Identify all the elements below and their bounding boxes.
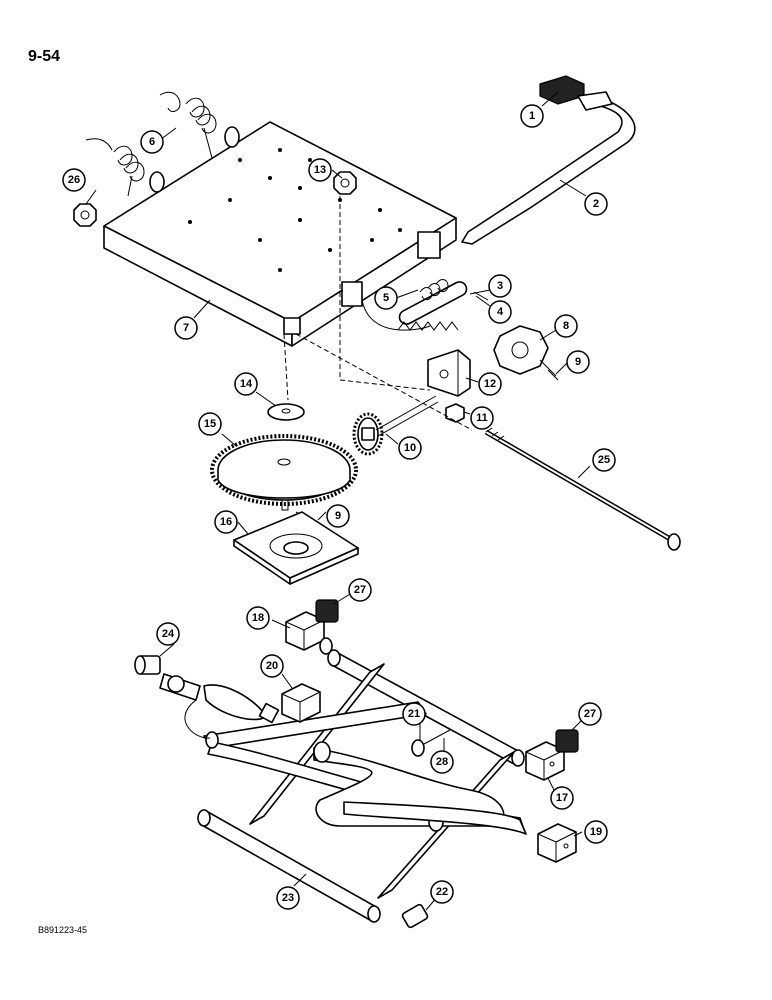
callout-21: 21 bbox=[402, 702, 426, 726]
seat-base-plate bbox=[103, 121, 457, 347]
latch-assembly bbox=[361, 279, 489, 331]
alignment-line-1 bbox=[339, 196, 431, 391]
svg-text:6: 6 bbox=[149, 136, 155, 148]
svg-text:9: 9 bbox=[335, 510, 341, 522]
callout-10: 10 bbox=[398, 436, 422, 460]
rubber-pad-27-upper bbox=[315, 599, 339, 623]
svg-text:12: 12 bbox=[484, 378, 496, 390]
svg-text:2: 2 bbox=[593, 198, 599, 210]
callout-22: 22 bbox=[430, 880, 454, 904]
callout-16: 16 bbox=[214, 510, 238, 534]
callout-1: 1 bbox=[520, 104, 544, 128]
callout-2: 2 bbox=[584, 192, 608, 216]
svg-text:21: 21 bbox=[408, 708, 420, 720]
svg-text:26: 26 bbox=[68, 174, 80, 186]
page-number: 9-54 bbox=[28, 48, 61, 65]
svg-text:10: 10 bbox=[404, 442, 416, 454]
svg-text:19: 19 bbox=[590, 826, 602, 838]
svg-text:15: 15 bbox=[204, 418, 216, 430]
pin-21 bbox=[411, 729, 451, 757]
scissor-frame bbox=[197, 649, 527, 923]
callout-26: 26 bbox=[62, 168, 86, 192]
adjustment-lever bbox=[461, 75, 636, 245]
callout-17: 17 bbox=[550, 786, 574, 810]
callout-7: 7 bbox=[174, 316, 198, 340]
svg-text:25: 25 bbox=[598, 454, 610, 466]
callout-9-upper: 9 bbox=[566, 350, 590, 374]
callout-14: 14 bbox=[234, 372, 258, 396]
svg-text:13: 13 bbox=[314, 164, 326, 176]
callout-11: 11 bbox=[470, 406, 494, 430]
callout-19: 19 bbox=[584, 820, 608, 844]
long-rod bbox=[484, 427, 681, 551]
svg-text:18: 18 bbox=[252, 612, 264, 624]
nut-26 bbox=[73, 203, 97, 227]
callout-3: 3 bbox=[488, 274, 512, 298]
callout-20: 20 bbox=[260, 654, 284, 678]
callout-15: 15 bbox=[198, 412, 222, 436]
pinion-shaft bbox=[352, 395, 439, 456]
callout-4: 4 bbox=[488, 300, 512, 324]
bracket bbox=[427, 349, 471, 397]
svg-text:14: 14 bbox=[240, 378, 253, 390]
svg-text:1: 1 bbox=[529, 110, 535, 122]
svg-text:20: 20 bbox=[266, 660, 278, 672]
svg-text:4: 4 bbox=[497, 306, 504, 318]
svg-text:7: 7 bbox=[183, 322, 189, 334]
svg-text:8: 8 bbox=[563, 320, 569, 332]
callout-27-upper: 27 bbox=[348, 578, 372, 602]
svg-text:16: 16 bbox=[220, 516, 232, 528]
bolt-11 bbox=[445, 403, 465, 423]
callout-23: 23 bbox=[276, 886, 300, 910]
svg-text:5: 5 bbox=[383, 292, 389, 304]
svg-text:27: 27 bbox=[354, 584, 366, 596]
slide-block-20 bbox=[281, 683, 321, 723]
svg-text:27: 27 bbox=[584, 708, 596, 720]
callout-9-lower: 9 bbox=[326, 504, 350, 528]
svg-text:3: 3 bbox=[497, 280, 503, 292]
swivel-plate bbox=[233, 511, 359, 585]
callout-24: 24 bbox=[156, 622, 180, 646]
svg-text:24: 24 bbox=[162, 628, 175, 640]
shock-absorber bbox=[159, 673, 280, 739]
slide-block-17 bbox=[525, 741, 565, 781]
callout-18: 18 bbox=[246, 606, 270, 630]
release-knob bbox=[493, 325, 557, 377]
svg-text:28: 28 bbox=[436, 756, 448, 768]
svg-text:22: 22 bbox=[436, 886, 448, 898]
callout-5: 5 bbox=[374, 286, 398, 310]
callout-13: 13 bbox=[308, 158, 332, 182]
svg-text:9: 9 bbox=[575, 356, 581, 368]
roll-pin-9-upper bbox=[547, 369, 559, 381]
callout-8: 8 bbox=[554, 314, 578, 338]
alignment-line-2 bbox=[295, 333, 473, 431]
slide-block-18 bbox=[285, 611, 333, 655]
alignment-line-3 bbox=[283, 333, 289, 401]
svg-text:17: 17 bbox=[556, 792, 568, 804]
torsion-springs bbox=[85, 91, 217, 197]
callout-6: 6 bbox=[140, 130, 164, 154]
svg-text:11: 11 bbox=[476, 412, 488, 424]
nut-13 bbox=[333, 171, 357, 195]
rubber-pad-27-lower bbox=[555, 729, 579, 753]
callout-27-lower: 27 bbox=[578, 702, 602, 726]
large-gear bbox=[210, 434, 358, 511]
callout-28: 28 bbox=[430, 750, 454, 774]
svg-text:23: 23 bbox=[282, 892, 294, 904]
callout-25: 25 bbox=[592, 448, 616, 472]
bushing-24 bbox=[134, 655, 161, 675]
bushing-22 bbox=[401, 903, 429, 929]
slide-block-19 bbox=[537, 823, 577, 863]
figure-id: B891223-45 bbox=[38, 925, 88, 935]
leader-lines bbox=[85, 91, 591, 911]
callout-12: 12 bbox=[478, 372, 502, 396]
washer bbox=[267, 403, 305, 421]
